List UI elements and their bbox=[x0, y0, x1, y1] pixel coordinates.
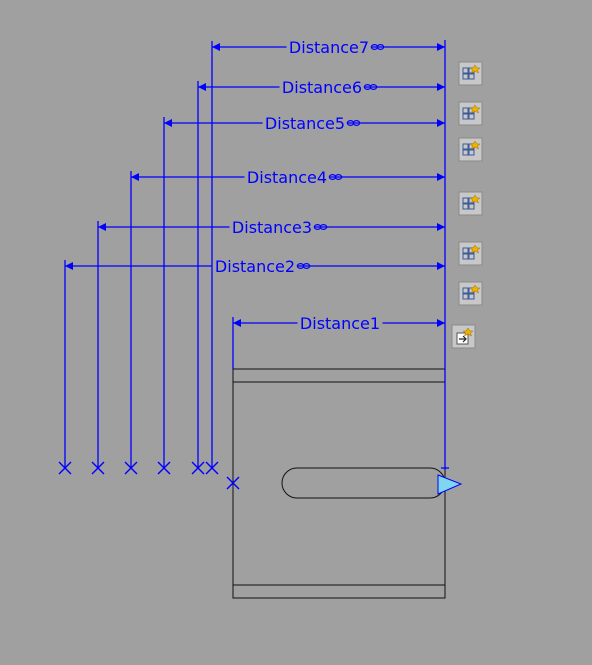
parameter-1[interactable]: Distance1 bbox=[232, 313, 445, 369]
x-marker-icon[interactable] bbox=[226, 476, 240, 490]
array-action-icon[interactable] bbox=[458, 137, 483, 162]
x-marker-icon[interactable] bbox=[58, 461, 72, 475]
array-action-icon[interactable] bbox=[458, 61, 483, 86]
x-marker-icon[interactable] bbox=[205, 461, 219, 475]
stretch-action-icon[interactable] bbox=[451, 324, 476, 349]
chain-link-icon bbox=[363, 83, 378, 90]
label-gap bbox=[279, 77, 365, 95]
label-gap bbox=[286, 37, 372, 55]
array-action-icon[interactable] bbox=[458, 101, 483, 126]
array-action-icon[interactable] bbox=[458, 191, 483, 216]
chain-link-icon bbox=[328, 174, 343, 181]
parameter-label[interactable]: Distance2 bbox=[215, 257, 295, 276]
label-gap bbox=[229, 217, 315, 235]
array-action-icon[interactable] bbox=[458, 281, 483, 306]
parameter-2[interactable]: Distance2 bbox=[64, 256, 445, 468]
label-gap bbox=[212, 256, 298, 274]
linear-grip-icon[interactable] bbox=[437, 474, 463, 495]
x-marker-icon[interactable] bbox=[157, 461, 171, 475]
chain-link-icon bbox=[370, 43, 385, 50]
x-marker-icon[interactable] bbox=[191, 461, 205, 475]
array-action-icon[interactable] bbox=[458, 241, 483, 266]
parameter-label[interactable]: Distance1 bbox=[300, 314, 380, 333]
parameter-label[interactable]: Distance3 bbox=[232, 218, 312, 237]
point-markers bbox=[58, 461, 240, 490]
parameter-label[interactable]: Distance7 bbox=[289, 38, 369, 57]
part-geometry bbox=[232, 368, 446, 599]
linear-parameters: Distance1 Distance2 Distance3 Distance4 Dist… bbox=[64, 37, 445, 468]
x-marker-icon[interactable] bbox=[124, 461, 138, 475]
parameter-3[interactable]: Distance3 bbox=[97, 217, 445, 468]
parameter-label[interactable]: Distance6 bbox=[282, 78, 362, 97]
parameter-label[interactable]: Distance4 bbox=[247, 168, 327, 187]
label-gap bbox=[262, 113, 348, 131]
chain-link-icon bbox=[296, 263, 311, 270]
x-marker-icon[interactable] bbox=[91, 461, 105, 475]
parameter-6[interactable]: Distance6 bbox=[197, 77, 445, 468]
parameter-4[interactable]: Distance4 bbox=[130, 167, 445, 468]
label-gap bbox=[297, 313, 383, 331]
parameter-5[interactable]: Distance5 bbox=[163, 113, 445, 468]
label-gap bbox=[244, 167, 330, 185]
chain-link-icon bbox=[313, 224, 328, 231]
parameter-label[interactable]: Distance5 bbox=[265, 114, 345, 133]
chain-link-icon bbox=[346, 119, 361, 126]
parameter-7[interactable]: Distance7 bbox=[211, 37, 445, 468]
action-icon-column bbox=[451, 61, 483, 349]
